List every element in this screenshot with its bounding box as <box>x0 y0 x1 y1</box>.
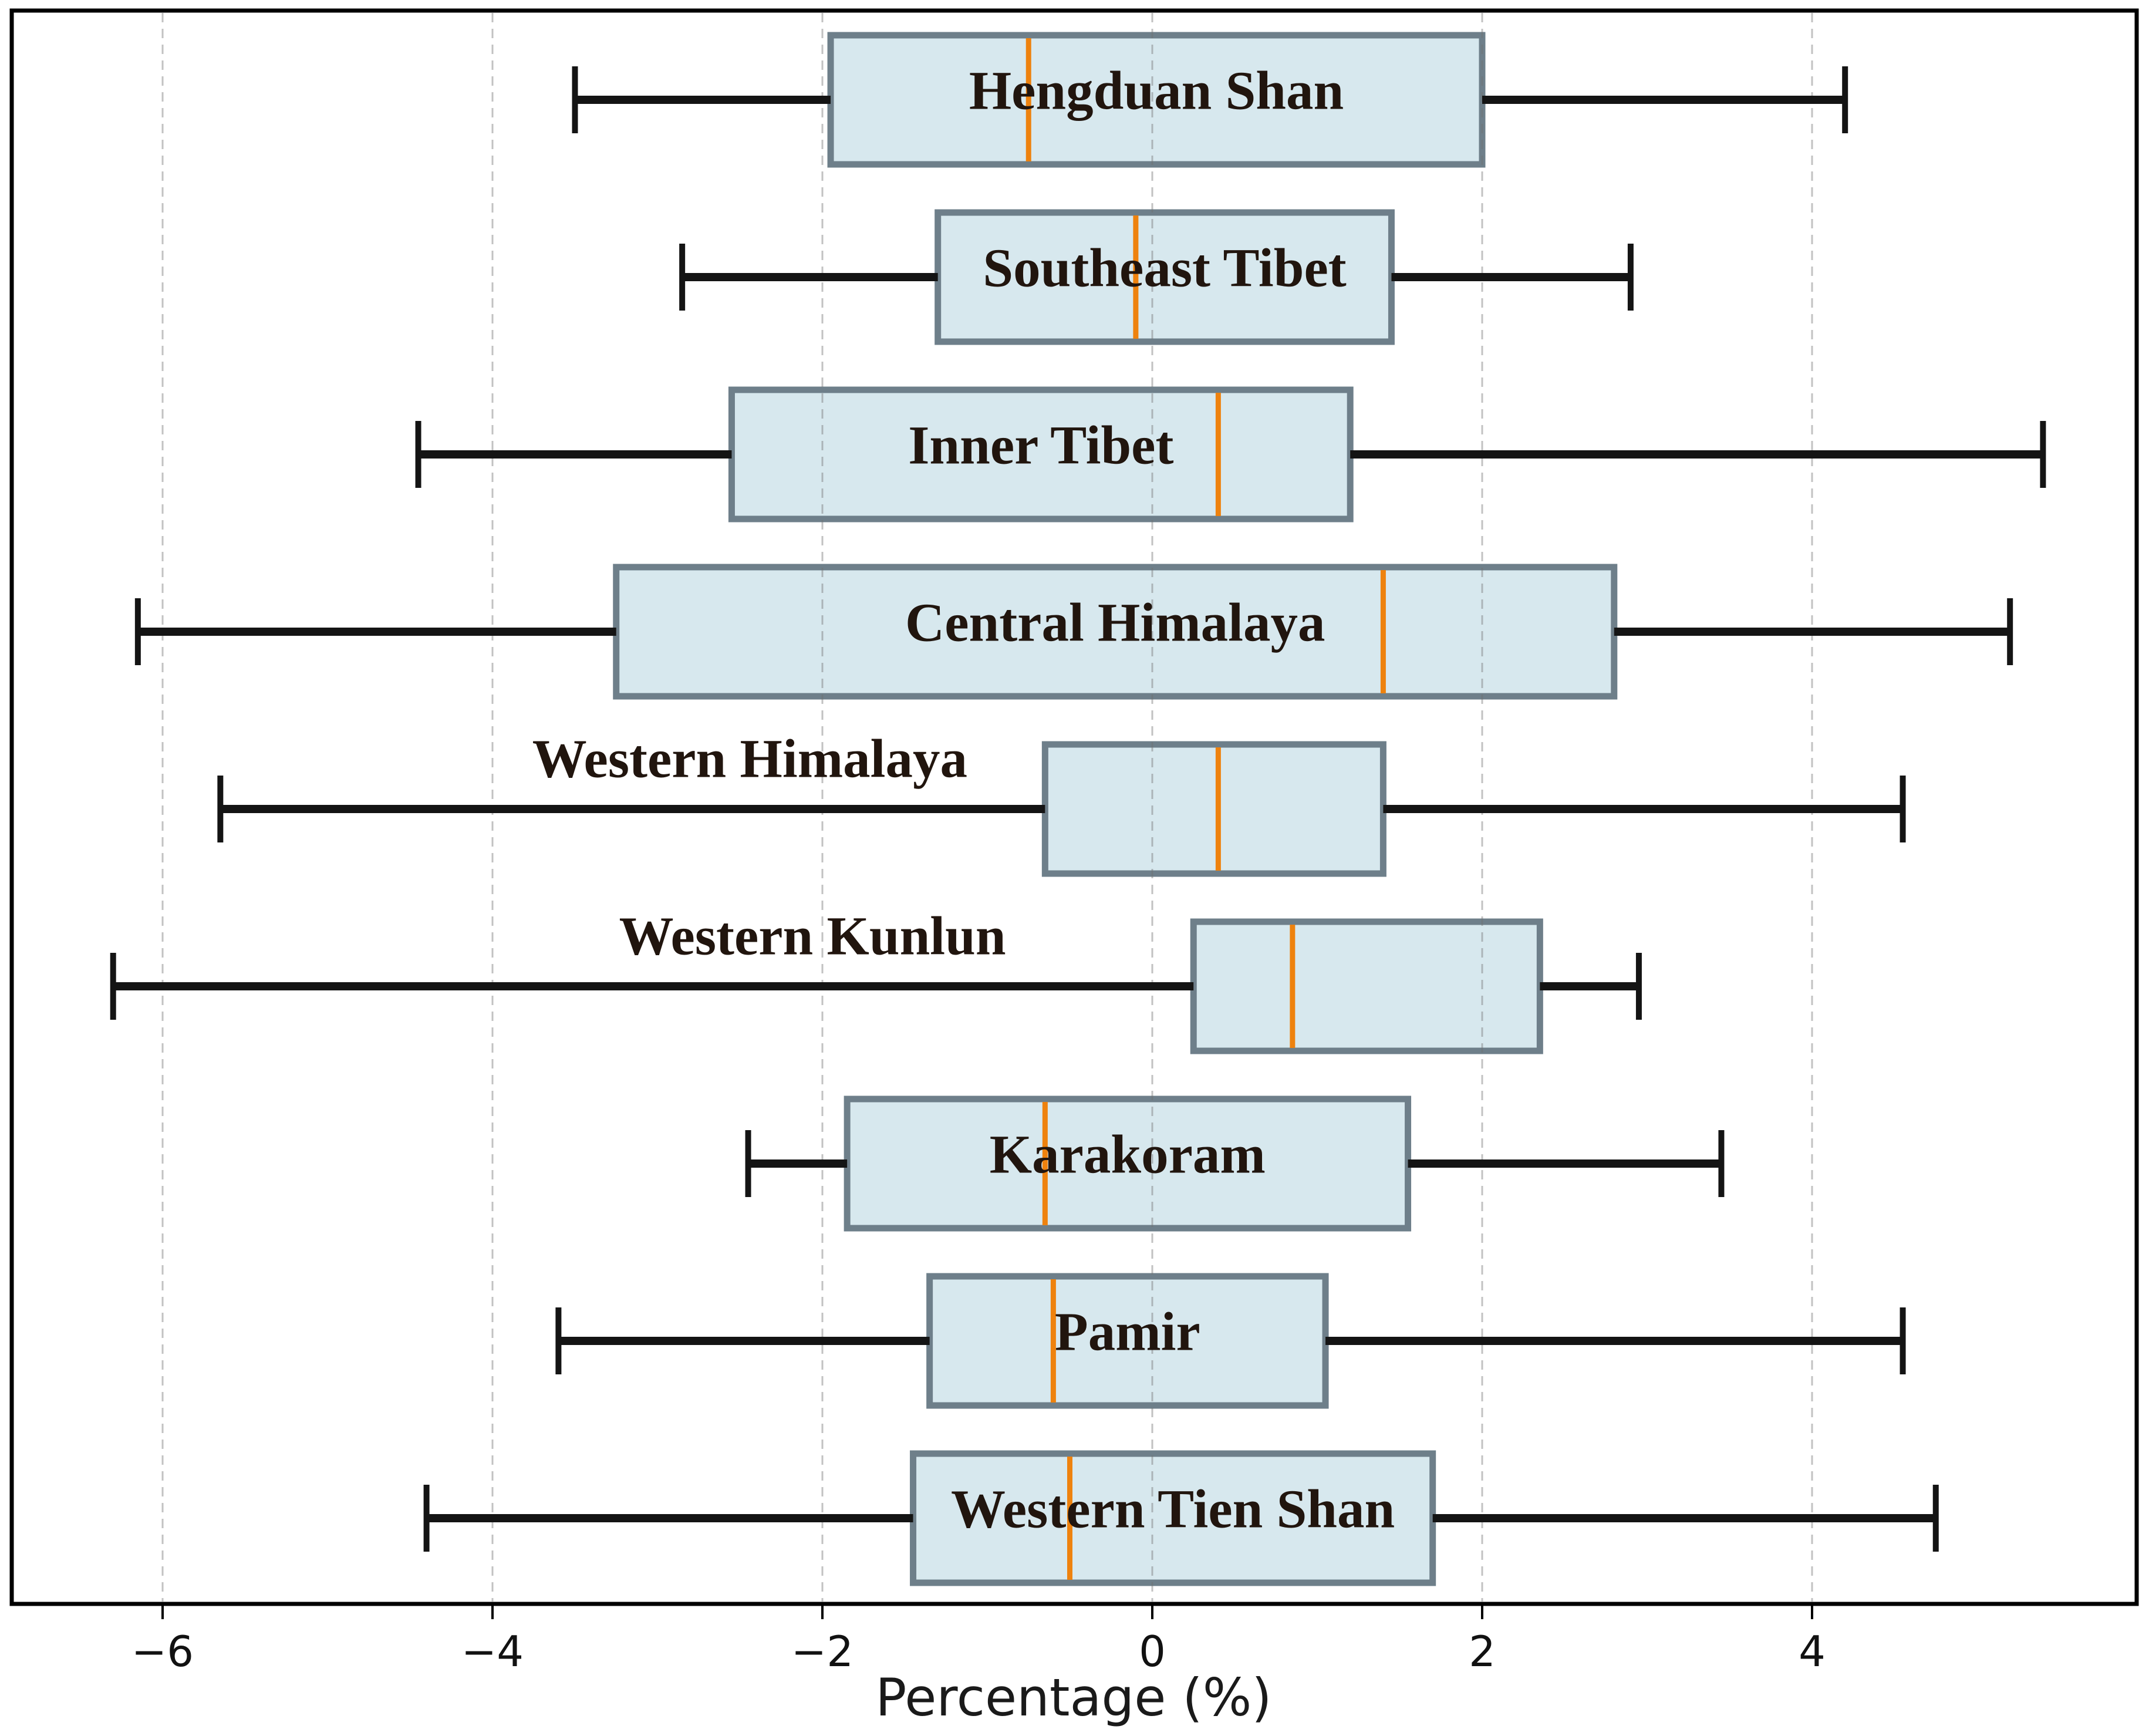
plot-frame <box>9 8 2139 1606</box>
x-tick-label: 4 <box>1799 1627 1826 1676</box>
x-tick-label: −6 <box>131 1627 194 1676</box>
x-axis-label: Percentage (%) <box>875 1667 1271 1728</box>
region-label: Hengduan Shan <box>969 61 1344 122</box>
region-label: Southeast Tibet <box>983 238 1346 299</box>
whiskers-layer <box>110 38 2046 1580</box>
x-tick-label: 0 <box>1139 1627 1166 1676</box>
region-label: Central Himalaya <box>905 593 1325 653</box>
axes-layer: −6 −4 −2 0 2 4 <box>9 8 2139 1676</box>
box-5 <box>1190 918 1543 1054</box>
region-label: Western Kunlun <box>619 906 1006 967</box>
box-4 <box>1041 741 1386 877</box>
x-tick-label: 2 <box>1469 1627 1496 1676</box>
region-label: Western Himalaya <box>532 729 967 790</box>
region-label: Pamir <box>1055 1302 1200 1363</box>
x-tick-label: −4 <box>461 1627 524 1676</box>
box-1 <box>935 209 1395 345</box>
box-6 <box>844 1095 1412 1232</box>
region-label: Karakoram <box>990 1125 1266 1185</box>
region-label: Western Tien Shan <box>951 1479 1395 1540</box>
box-2 <box>728 386 1354 523</box>
region-label: Inner Tibet <box>908 416 1173 476</box>
x-tick-label: −2 <box>791 1627 853 1676</box>
boxes-layer <box>613 32 1618 1586</box>
